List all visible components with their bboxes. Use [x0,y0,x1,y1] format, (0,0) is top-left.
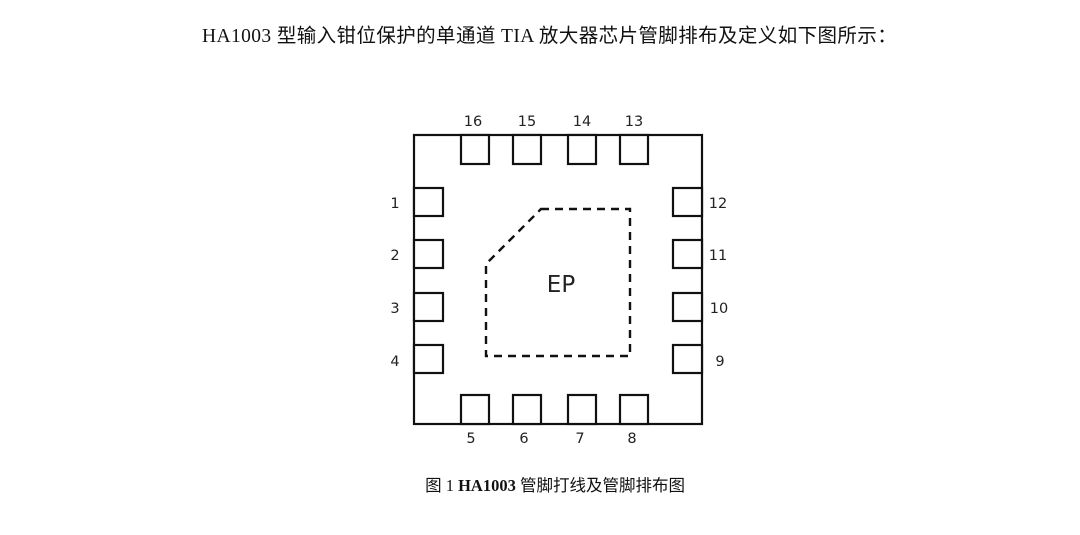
pin-label-14: 14 [573,114,591,130]
pad-7 [566,393,598,426]
pin-label-6: 6 [519,431,528,447]
pin-label-13: 13 [625,114,643,130]
chip-package-outline [412,133,704,426]
pad-5 [459,393,491,426]
pad-9 [671,343,704,375]
pad-6 [511,393,543,426]
pin-label-10: 10 [710,301,728,317]
intro-paragraph: HA1003 型输入钳位保护的单通道 TIA 放大器芯片管脚排布及定义如下图所示… [165,16,925,58]
pad-15 [511,133,543,166]
intro-text: HA1003 型输入钳位保护的单通道 TIA 放大器芯片管脚排布及定义如下图所示… [202,26,898,47]
pad-10 [671,291,704,323]
pin-label-8: 8 [627,431,636,447]
caption-part-number: HA1003 [458,476,516,495]
pin-label-12: 12 [709,196,727,212]
pin-label-5: 5 [466,431,475,447]
figure-caption: 图 1 HA1003 管脚打线及管脚排布图 [0,472,1080,496]
pin-label-3: 3 [390,301,399,317]
pad-13 [618,133,650,166]
pad-12 [671,186,704,218]
pad-8 [618,393,650,426]
pin-label-1: 1 [390,196,399,212]
pad-11 [671,238,704,270]
pad-14 [566,133,598,166]
pin-label-7: 7 [575,431,584,447]
pin-label-2: 2 [390,248,399,264]
pin-label-9: 9 [715,354,724,370]
pad-3 [412,291,445,323]
pad-1 [412,186,445,218]
pad-2 [412,238,445,270]
pin-label-15: 15 [518,114,536,130]
pin-label-11: 11 [709,248,727,264]
ep-label: EP [547,272,576,298]
pin-label-4: 4 [390,354,399,370]
pin-label-16: 16 [464,114,482,130]
pad-16 [459,133,491,166]
pad-4 [412,343,445,375]
exposed-pad-outline [484,207,632,358]
caption-prefix: 图 1 [425,476,459,495]
caption-suffix: 管脚打线及管脚排布图 [515,476,685,495]
